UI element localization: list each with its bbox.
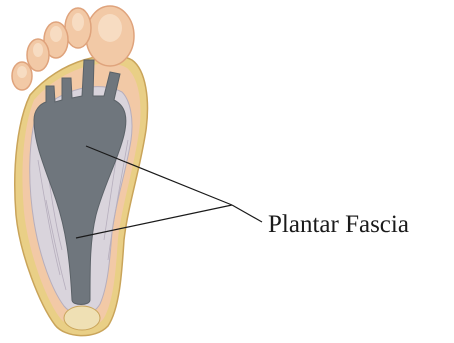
plantar-fascia-label: Plantar Fascia bbox=[268, 211, 409, 238]
heel-pad bbox=[64, 306, 100, 330]
foot-sole-illustration bbox=[12, 6, 147, 336]
leader-line-tail bbox=[232, 205, 262, 222]
